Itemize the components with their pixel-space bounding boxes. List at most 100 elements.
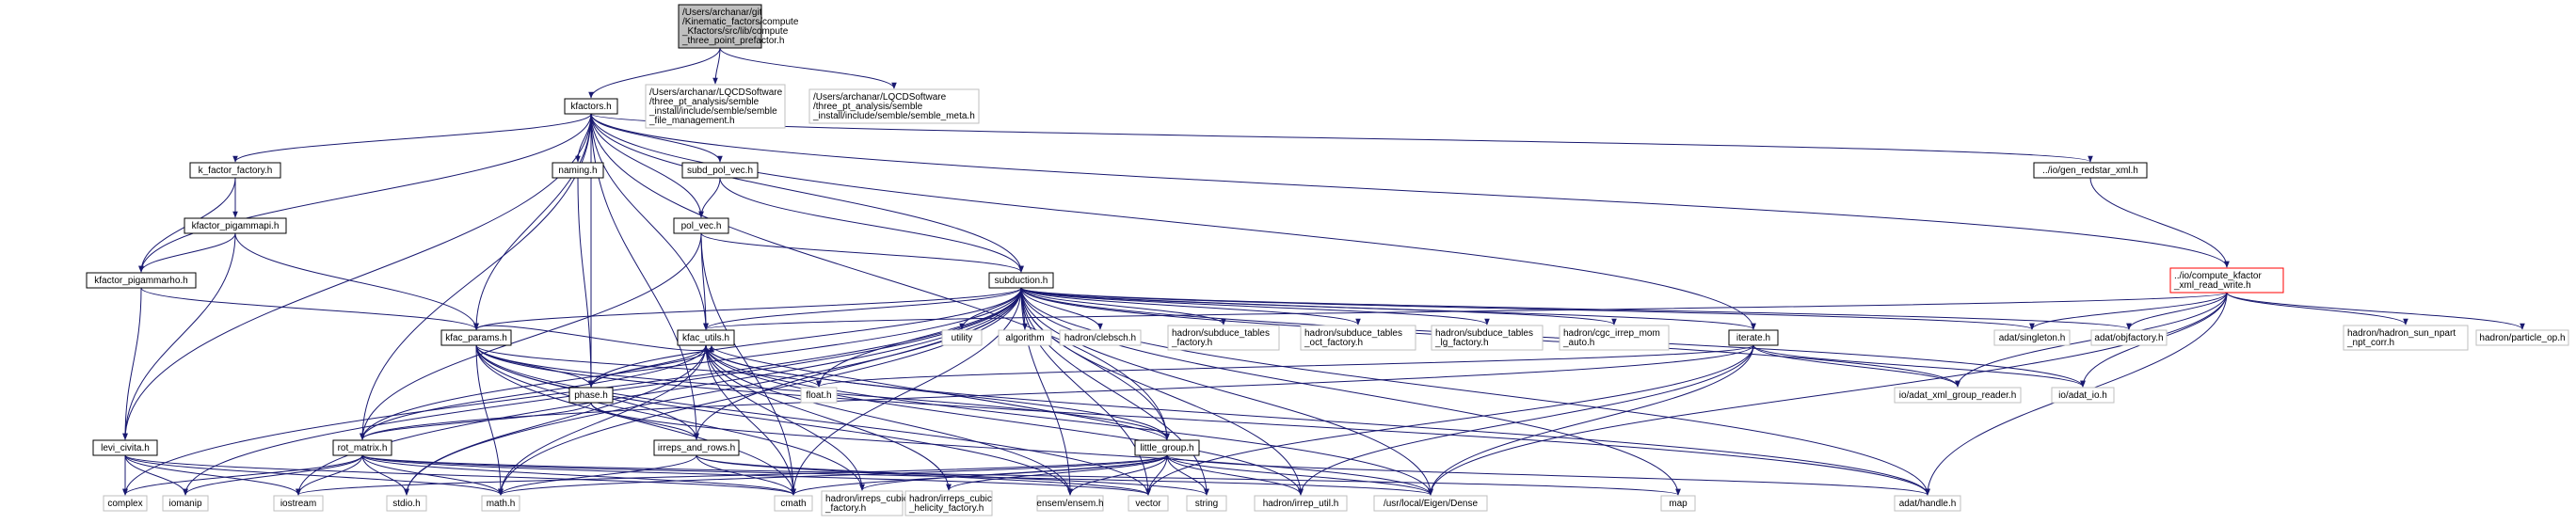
node-pol_vec[interactable]: pol_vec.h bbox=[673, 217, 729, 234]
edge-rot_matrix-to-eigen bbox=[361, 454, 1433, 496]
edge-iterate-to-rot_matrix bbox=[360, 344, 1754, 440]
node-subduction[interactable]: subduction.h bbox=[988, 272, 1054, 289]
node-box-adat_objfactory bbox=[2090, 329, 2168, 346]
node-box-iostream bbox=[273, 495, 324, 512]
edge-phase-to-rot_matrix bbox=[360, 402, 592, 440]
node-box-vector bbox=[1128, 495, 1169, 512]
node-phase[interactable]: phase.h bbox=[568, 387, 614, 404]
node-naming[interactable]: naming.h bbox=[552, 162, 604, 179]
node-box-gen_redstar bbox=[2033, 162, 2148, 179]
node-label: _npt_corr.h bbox=[2346, 338, 2394, 348]
node-box-adat_handle bbox=[1894, 495, 1961, 512]
node-box-semble_meta bbox=[808, 88, 980, 124]
node-label: hadron/particle_op.h bbox=[2479, 333, 2565, 343]
edge-kfac_params-to-ensem bbox=[475, 344, 1073, 496]
node-label: levi_civita.h bbox=[101, 443, 150, 453]
edge-root-to-semble_fm bbox=[712, 47, 721, 85]
edge-subduction-to-eigen bbox=[1020, 287, 1433, 496]
node-iomanip: iomanip bbox=[162, 495, 209, 512]
edge-kfac_utils-to-adat_handle bbox=[705, 344, 1930, 496]
edge-subduction-to-cgc_irrep bbox=[1020, 287, 1617, 326]
edge-kfpgmrho-to-kfac_params bbox=[140, 287, 479, 330]
node-gen_redstar[interactable]: ../io/gen_redstar_xml.h bbox=[2033, 162, 2148, 179]
node-label: _factory.h bbox=[824, 503, 866, 514]
node-label: subduction.h bbox=[995, 276, 1048, 286]
node-box-hadron_sun bbox=[2343, 325, 2469, 351]
edge-kfac_params-to-phase bbox=[475, 344, 594, 388]
node-label: /three_pt_analysis/semble bbox=[649, 97, 760, 107]
node-kfpgmrho[interactable]: kfactor_pigammarho.h bbox=[86, 272, 197, 289]
node-subd_lg: hadron/subduce_tables_lg_factory.h bbox=[1431, 325, 1544, 351]
node-label: irreps_and_rows.h bbox=[658, 443, 735, 453]
node-label: map bbox=[1669, 499, 1688, 509]
node-label: _oct_factory.h bbox=[1304, 338, 1363, 348]
node-adat_objfactory: adat/objfactory.h bbox=[2090, 329, 2168, 346]
node-box-cgc_irrep bbox=[1559, 325, 1670, 351]
node-irreps_rows[interactable]: irreps_and_rows.h bbox=[653, 439, 740, 456]
node-kfactor_rw[interactable]: ../io/compute_kfactor_xml_read_write.h bbox=[2169, 267, 2284, 294]
node-little_group[interactable]: little_group.h bbox=[1134, 439, 1200, 456]
node-rot_matrix[interactable]: rot_matrix.h bbox=[332, 439, 392, 456]
node-iostream: iostream bbox=[273, 495, 324, 512]
edge-irreps_rows-to-string bbox=[696, 454, 1209, 496]
node-label: complex bbox=[107, 499, 142, 509]
edge-subduction-to-math bbox=[498, 287, 1022, 496]
node-box-adat_singleton bbox=[1993, 329, 2071, 346]
node-math: math.h bbox=[481, 495, 520, 512]
node-cmath: cmath bbox=[774, 495, 813, 512]
node-particle_op: hadron/particle_op.h bbox=[2475, 329, 2569, 346]
node-label: naming.h bbox=[558, 166, 597, 176]
edge-subduction-to-rot_matrix bbox=[360, 287, 1022, 440]
node-kff[interactable]: k_factor_factory.h bbox=[189, 162, 281, 179]
edge-little_group-to-eigen bbox=[1166, 454, 1433, 496]
edge-root-to-kfactors bbox=[588, 47, 721, 99]
node-label: /three_pt_analysis/semble bbox=[813, 102, 923, 112]
node-root[interactable]: /Users/archanar/git/Kinematic_factors/co… bbox=[678, 4, 799, 49]
edge-gen_redstar-to-kfactor_rw bbox=[2089, 177, 2230, 268]
node-label: adat/handle.h bbox=[1899, 499, 1957, 509]
node-label: _factory.h bbox=[1171, 338, 1212, 348]
node-box-kfactors bbox=[564, 98, 618, 115]
node-label: pol_vec.h bbox=[681, 221, 722, 231]
node-label: io/adat_xml_group_reader.h bbox=[1899, 390, 2017, 401]
node-box-irreps_cubic bbox=[821, 490, 904, 516]
node-kfactors[interactable]: kfactors.h bbox=[564, 98, 618, 115]
edge-kfactors-to-kfactor_rw bbox=[590, 113, 2230, 268]
node-label: string bbox=[1195, 499, 1218, 509]
node-clebsch: hadron/clebsch.h bbox=[1059, 329, 1142, 346]
edge-rot_matrix-to-complex bbox=[122, 454, 363, 496]
node-box-float bbox=[800, 387, 838, 404]
node-box-little_group bbox=[1134, 439, 1200, 456]
edge-rot_matrix-to-math bbox=[361, 454, 504, 496]
node-kfac_params[interactable]: kfac_params.h bbox=[440, 329, 512, 346]
node-label: adat/singleton.h bbox=[1999, 333, 2066, 343]
node-levi[interactable]: levi_civita.h bbox=[92, 439, 158, 456]
edge-rot_matrix-to-vector bbox=[361, 454, 1151, 496]
node-label: _auto.h bbox=[1562, 338, 1594, 348]
node-iterate[interactable]: iterate.h bbox=[1728, 329, 1779, 346]
node-subd_pol[interactable]: subd_pol_vec.h bbox=[681, 162, 759, 179]
node-box-kfpgmrho bbox=[86, 272, 197, 289]
edge-subduction-to-iostream bbox=[296, 287, 1022, 496]
edge-little_group-to-kfac_utils bbox=[709, 345, 1168, 441]
node-hadron_sun: hadron/hadron_sun_npart_npt_corr.h bbox=[2343, 325, 2469, 351]
edge-subduction-to-subd_lg bbox=[1020, 287, 1490, 326]
edge-subduction-to-subd_factory bbox=[1020, 287, 1226, 326]
edge-kfactors-to-subduction bbox=[590, 113, 1024, 273]
edge-kfac_utils-to-stdio bbox=[404, 344, 707, 496]
edge-kfactor_rw-to-adat_singleton bbox=[2029, 292, 2228, 330]
node-label: little_group.h bbox=[1140, 443, 1193, 453]
node-label: stdio.h bbox=[392, 499, 420, 509]
edge-subduction-to-adat_singleton bbox=[1020, 287, 2035, 330]
edge-kfac_params-to-float bbox=[475, 344, 822, 388]
node-kfac_utils[interactable]: kfac_utils.h bbox=[677, 329, 735, 346]
edge-levi-to-cmath bbox=[124, 454, 796, 496]
node-adat_io: io/adat_io.h bbox=[2051, 387, 2115, 404]
node-eigen: /usr/local/Eigen/Dense bbox=[1373, 495, 1488, 512]
node-box-string bbox=[1186, 495, 1227, 512]
edge-kfac_params-to-adat_handle bbox=[475, 344, 1930, 496]
node-label: utility bbox=[952, 333, 973, 343]
node-kfpgmapi[interactable]: kfactor_pigammapi.h bbox=[184, 217, 287, 234]
edge-kfac_params-to-irreps_cubic bbox=[475, 344, 865, 491]
node-box-iomanip bbox=[162, 495, 209, 512]
